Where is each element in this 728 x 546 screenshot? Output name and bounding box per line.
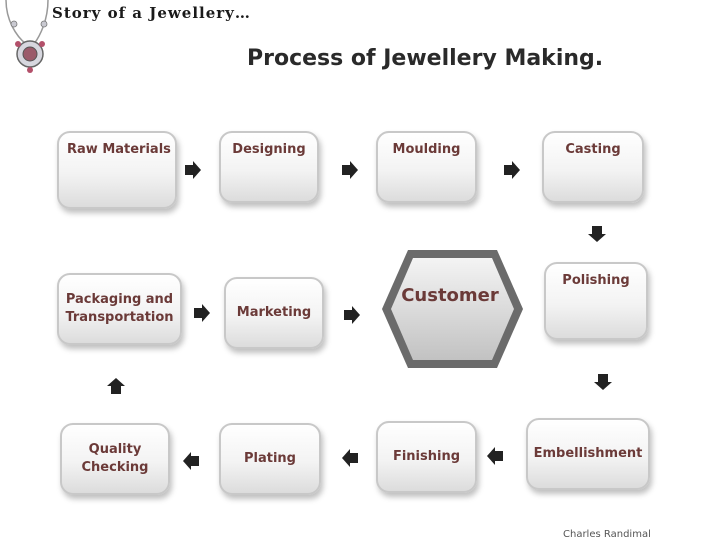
step-label: Marketing (236, 305, 312, 320)
step-raw-materials: Raw Materials (57, 131, 177, 209)
arrow-up-icon (107, 378, 125, 394)
arrow-right-icon (185, 161, 201, 179)
arrow-right-icon (194, 304, 210, 322)
arrow-down-icon (594, 374, 612, 390)
step-plating: Plating (219, 423, 321, 495)
arrow-down-icon (588, 226, 606, 242)
arrow-left-icon (342, 449, 358, 467)
step-embellishment: Embellishment (526, 418, 650, 490)
step-casting: Casting (542, 131, 644, 203)
arrow-right-icon (342, 161, 358, 179)
header-title: Story of a Jewellery… (52, 4, 251, 22)
step-polishing: Polishing (544, 262, 648, 340)
customer-label: Customer (401, 285, 499, 306)
arrow-left-icon (487, 447, 503, 465)
step-label-line: Quality (88, 442, 142, 457)
step-label: Designing (232, 142, 306, 157)
step-label-line: Packaging and (65, 292, 174, 307)
step-label: Raw Materials (67, 142, 171, 157)
footer-author: Charles Randimal (563, 529, 651, 540)
step-label-wrap: Quality Checking (82, 441, 149, 477)
step-label-wrap: Packaging and Transportation (65, 291, 173, 327)
step-packaging-transportation: Packaging and Transportation (57, 273, 182, 345)
step-label: Plating (244, 451, 296, 466)
step-label-line: Transportation (65, 310, 174, 325)
step-label: Embellishment (533, 446, 643, 461)
step-quality-checking: Quality Checking (60, 423, 170, 495)
pendant-necklace-image (5, 0, 49, 73)
arrow-right-icon (344, 306, 360, 324)
arrow-left-icon (183, 452, 199, 470)
slide-title: Process of Jewellery Making. (247, 46, 604, 71)
step-label: Casting (565, 142, 621, 157)
arrow-right-icon (504, 161, 520, 179)
step-moulding: Moulding (376, 131, 477, 203)
step-designing: Designing (219, 131, 319, 203)
step-label: Moulding (392, 142, 461, 157)
step-label-line: Checking (81, 460, 149, 475)
step-finishing: Finishing (376, 421, 477, 493)
customer-hexagon (382, 250, 523, 368)
step-marketing: Marketing (224, 277, 324, 349)
step-label: Finishing (392, 449, 461, 464)
step-label: Polishing (562, 273, 630, 288)
